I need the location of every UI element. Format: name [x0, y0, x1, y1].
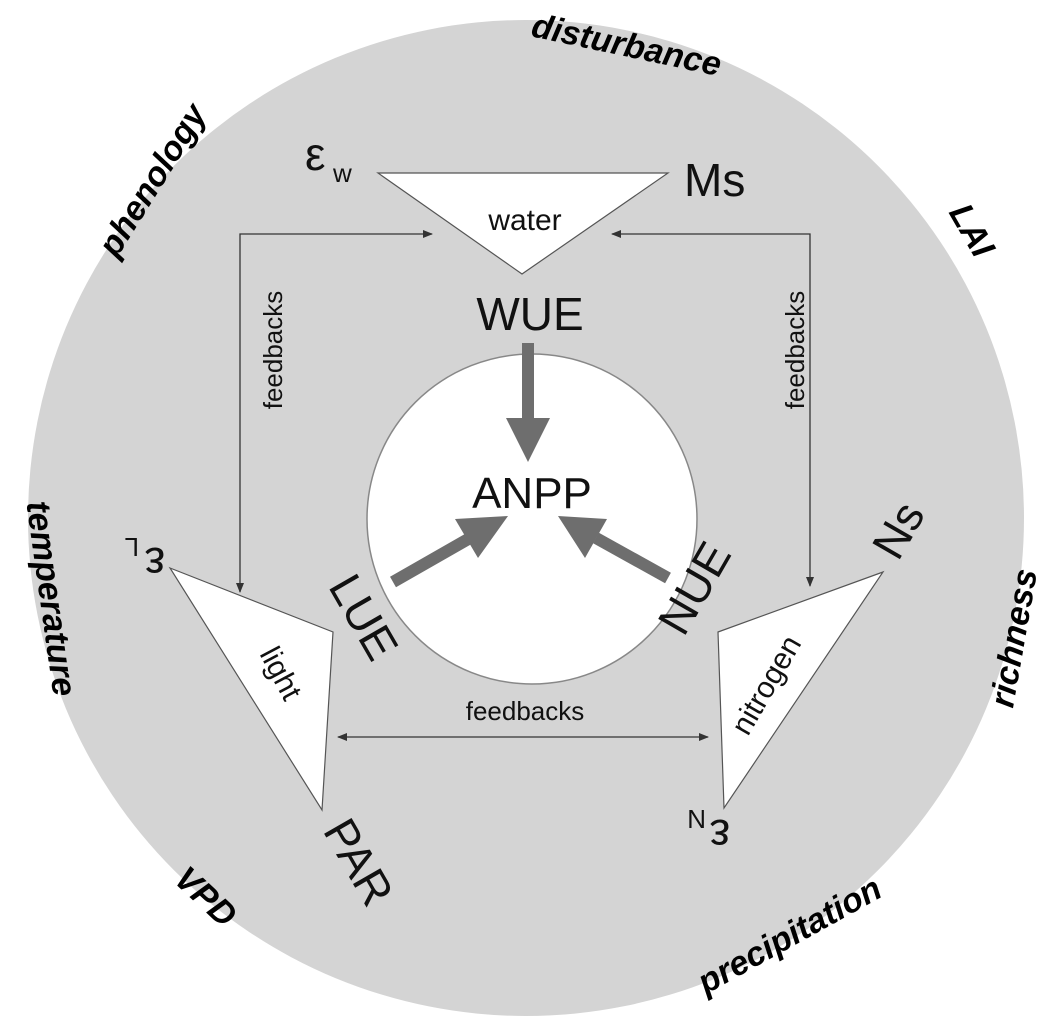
light-epsilon-subscript: L	[125, 532, 139, 562]
feedback-left-label: feedbacks	[258, 291, 288, 410]
water-triangle-label: water	[487, 204, 561, 237]
nitrogen-triangle	[717, 570, 885, 810]
wue-arrow-head	[506, 418, 550, 462]
water-epsilon-subscript: w	[332, 158, 352, 188]
feedback-bottom-label: feedbacks	[466, 696, 585, 726]
label-lai: LAI	[941, 197, 1002, 265]
lue-arrow-head	[455, 516, 508, 558]
water-triangle	[376, 172, 670, 275]
feedback-right-path	[611, 230, 814, 587]
nitrogen-epsilon-group: ε N	[687, 804, 730, 862]
light-triangle	[168, 566, 334, 812]
nue-arrow-head	[558, 516, 607, 558]
feedback-connectors	[236, 230, 814, 741]
feedback-right-label: feedbacks	[780, 291, 810, 410]
light-epsilon: ε	[144, 538, 165, 590]
water-supply-label: Ms	[684, 154, 745, 206]
light-epsilon-group: ε L	[125, 532, 165, 590]
anpp-label: ANPP	[472, 469, 592, 518]
water-epsilon: ε	[305, 128, 326, 180]
nitrogen-epsilon-subscript: N	[687, 804, 706, 834]
water-efficiency-label: WUE	[476, 288, 583, 340]
feedback-left-path	[236, 230, 433, 593]
nitrogen-epsilon: ε	[709, 810, 730, 862]
